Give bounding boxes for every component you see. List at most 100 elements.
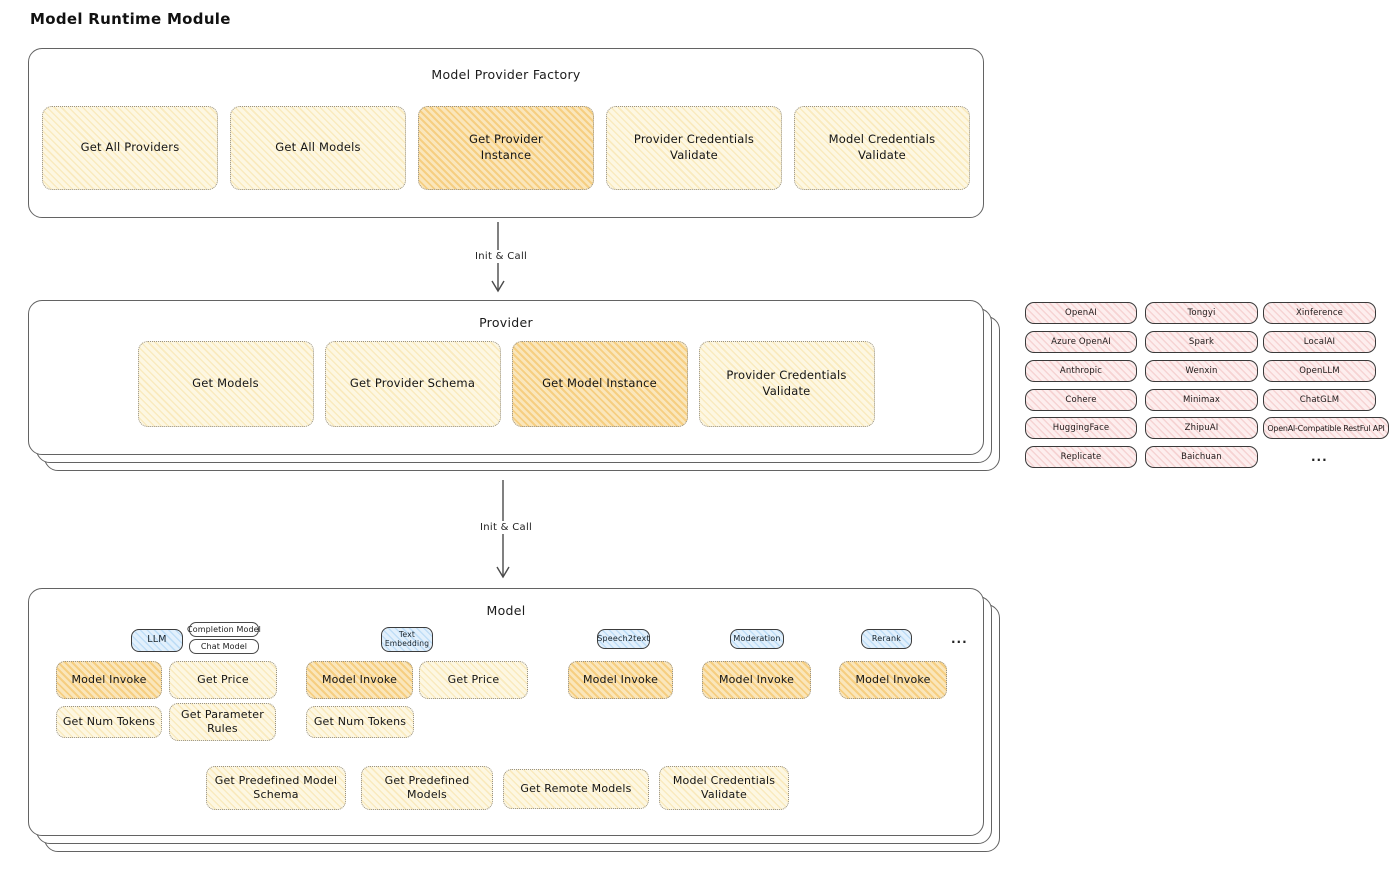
- provider-credentials-validate-node[interactable]: Provider Credentials Validate: [698, 341, 875, 427]
- moderation-model-invoke-node[interactable]: Model Invoke: [702, 661, 811, 699]
- chat-model-tag[interactable]: Chat Model: [189, 639, 259, 654]
- factory-title: Model Provider Factory: [431, 67, 581, 82]
- chip-label: Replicate: [1060, 452, 1102, 462]
- node-label: Provider Credentials Validate: [633, 132, 755, 162]
- llm-get-parameter-rules-node[interactable]: Get Parameter Rules: [169, 703, 276, 741]
- node-label: Model Invoke: [718, 672, 795, 686]
- chip-tongyi[interactable]: Tongyi: [1145, 302, 1258, 324]
- pill-label: LLM: [147, 634, 167, 646]
- rerank-model-invoke-node[interactable]: Model Invoke: [839, 661, 947, 699]
- node-label: Model Credentials Validate: [672, 773, 776, 801]
- llm-model-invoke-node[interactable]: Model Invoke: [56, 661, 162, 699]
- chip-baichuan[interactable]: Baichuan: [1145, 446, 1258, 468]
- node-label: Get Predefined Models: [384, 773, 470, 801]
- node-label: Get Num Tokens: [313, 714, 407, 728]
- node-label: Model Invoke: [321, 672, 398, 686]
- node-label: Get Num Tokens: [62, 714, 156, 728]
- provider-box: Provider Get Models Get Provider Schema …: [28, 300, 984, 455]
- chip-openai-compatible-restful-api[interactable]: OpenAI-Compatible RestFul API: [1263, 417, 1389, 439]
- more-providers-ellipsis: ...: [1311, 450, 1328, 464]
- get-remote-models-node[interactable]: Get Remote Models: [503, 769, 649, 809]
- node-label: Get Remote Models: [520, 781, 632, 795]
- chip-replicate[interactable]: Replicate: [1025, 446, 1137, 468]
- node-label: Get Provider Schema: [349, 376, 476, 391]
- chip-wenxin[interactable]: Wenxin: [1145, 360, 1258, 382]
- chip-openllm[interactable]: OpenLLM: [1263, 360, 1376, 382]
- init-call-label-1: Init & Call: [472, 250, 531, 263]
- tag-label: Chat Model: [200, 642, 248, 651]
- model-credentials-validate-node[interactable]: Model Credentials Validate: [659, 766, 789, 810]
- node-label: Get Models: [192, 376, 259, 391]
- get-provider-instance-node[interactable]: Get Provider Instance: [418, 106, 594, 190]
- speech2text-model-invoke-node[interactable]: Model Invoke: [568, 661, 673, 699]
- llm-get-num-tokens-node[interactable]: Get Num Tokens: [56, 706, 162, 738]
- model-title: Model: [486, 603, 526, 618]
- chip-chatglm[interactable]: ChatGLM: [1263, 389, 1376, 411]
- model-credentials-validate-node[interactable]: Model Credentials Validate: [794, 106, 970, 190]
- node-label: Get Model Instance: [542, 376, 657, 391]
- node-label: Get Price: [197, 672, 249, 686]
- chip-label: HuggingFace: [1052, 423, 1110, 433]
- node-label: Get All Providers: [80, 140, 180, 155]
- chip-label: OpenAI-Compatible RestFul API: [1267, 423, 1385, 433]
- node-label: Get Price: [447, 672, 500, 686]
- completion-model-tag[interactable]: Completion Model: [187, 622, 261, 637]
- node-label: Model Invoke: [855, 672, 931, 686]
- chip-azure-openai[interactable]: Azure OpenAI: [1025, 331, 1137, 353]
- text-embedding-pill[interactable]: Text Embedding: [381, 627, 433, 652]
- page-title: Model Runtime Module: [30, 10, 231, 28]
- get-predefined-models-node[interactable]: Get Predefined Models: [361, 766, 493, 810]
- node-label: Get Parameter Rules: [181, 707, 264, 735]
- embedding-get-price-node[interactable]: Get Price: [419, 661, 528, 699]
- get-provider-schema-node[interactable]: Get Provider Schema: [324, 341, 501, 427]
- get-models-node[interactable]: Get Models: [137, 341, 314, 427]
- provider-credentials-validate-node[interactable]: Provider Credentials Validate: [606, 106, 782, 190]
- get-all-providers-node[interactable]: Get All Providers: [42, 106, 218, 190]
- chip-openai[interactable]: OpenAI: [1025, 302, 1137, 324]
- chip-label: ChatGLM: [1299, 395, 1340, 405]
- chip-label: ZhipuAI: [1184, 423, 1219, 433]
- pill-label: Text Embedding: [384, 629, 430, 648]
- tag-label: Completion Model: [187, 625, 261, 634]
- chip-huggingface[interactable]: HuggingFace: [1025, 417, 1137, 439]
- factory-button-row: Get All Providers Get All Models Get Pro…: [29, 106, 983, 190]
- rerank-pill[interactable]: Rerank: [861, 629, 912, 649]
- chip-label: Spark: [1188, 337, 1215, 347]
- pill-label: Rerank: [871, 634, 902, 644]
- chip-localai[interactable]: LocalAI: [1263, 331, 1376, 353]
- node-label: Model Invoke: [582, 672, 659, 686]
- node-label: Get All Models: [275, 140, 361, 155]
- model-box: Model LLM Completion Model Chat Model Te…: [28, 588, 984, 836]
- chip-label: Wenxin: [1185, 366, 1218, 376]
- llm-pill[interactable]: LLM: [131, 629, 183, 652]
- embedding-get-num-tokens-node[interactable]: Get Num Tokens: [306, 706, 414, 738]
- chip-cohere[interactable]: Cohere: [1025, 389, 1137, 411]
- chip-xinference[interactable]: Xinference: [1263, 302, 1376, 324]
- node-label: Provider Credentials Validate: [726, 368, 847, 398]
- chip-zhipuai[interactable]: ZhipuAI: [1145, 417, 1258, 439]
- chip-label: Cohere: [1065, 395, 1097, 405]
- pill-label: Speech2text: [597, 634, 650, 644]
- moderation-pill[interactable]: Moderation: [730, 629, 784, 649]
- node-label: Model Invoke: [71, 672, 147, 686]
- chip-label: OpenLLM: [1299, 366, 1340, 376]
- get-all-models-node[interactable]: Get All Models: [230, 106, 406, 190]
- llm-get-price-node[interactable]: Get Price: [169, 661, 277, 699]
- get-model-instance-node[interactable]: Get Model Instance: [511, 341, 688, 427]
- chip-label: Tongyi: [1187, 308, 1216, 318]
- more-model-types-ellipsis: ...: [951, 632, 968, 646]
- node-label: Get Provider Instance: [469, 132, 543, 162]
- chip-minimax[interactable]: Minimax: [1145, 389, 1258, 411]
- chip-label: LocalAI: [1303, 337, 1336, 347]
- chip-spark[interactable]: Spark: [1145, 331, 1258, 353]
- chip-label: OpenAI: [1065, 308, 1097, 318]
- chip-label: Xinference: [1295, 308, 1344, 318]
- chip-anthropic[interactable]: Anthropic: [1025, 360, 1137, 382]
- embedding-model-invoke-node[interactable]: Model Invoke: [306, 661, 413, 699]
- init-call-label-2: Init & Call: [477, 521, 536, 534]
- node-label: Model Credentials Validate: [828, 132, 936, 162]
- chip-label: Minimax: [1182, 395, 1220, 405]
- get-predefined-model-schema-node[interactable]: Get Predefined Model Schema: [206, 766, 346, 810]
- speech2text-pill[interactable]: Speech2text: [597, 629, 650, 649]
